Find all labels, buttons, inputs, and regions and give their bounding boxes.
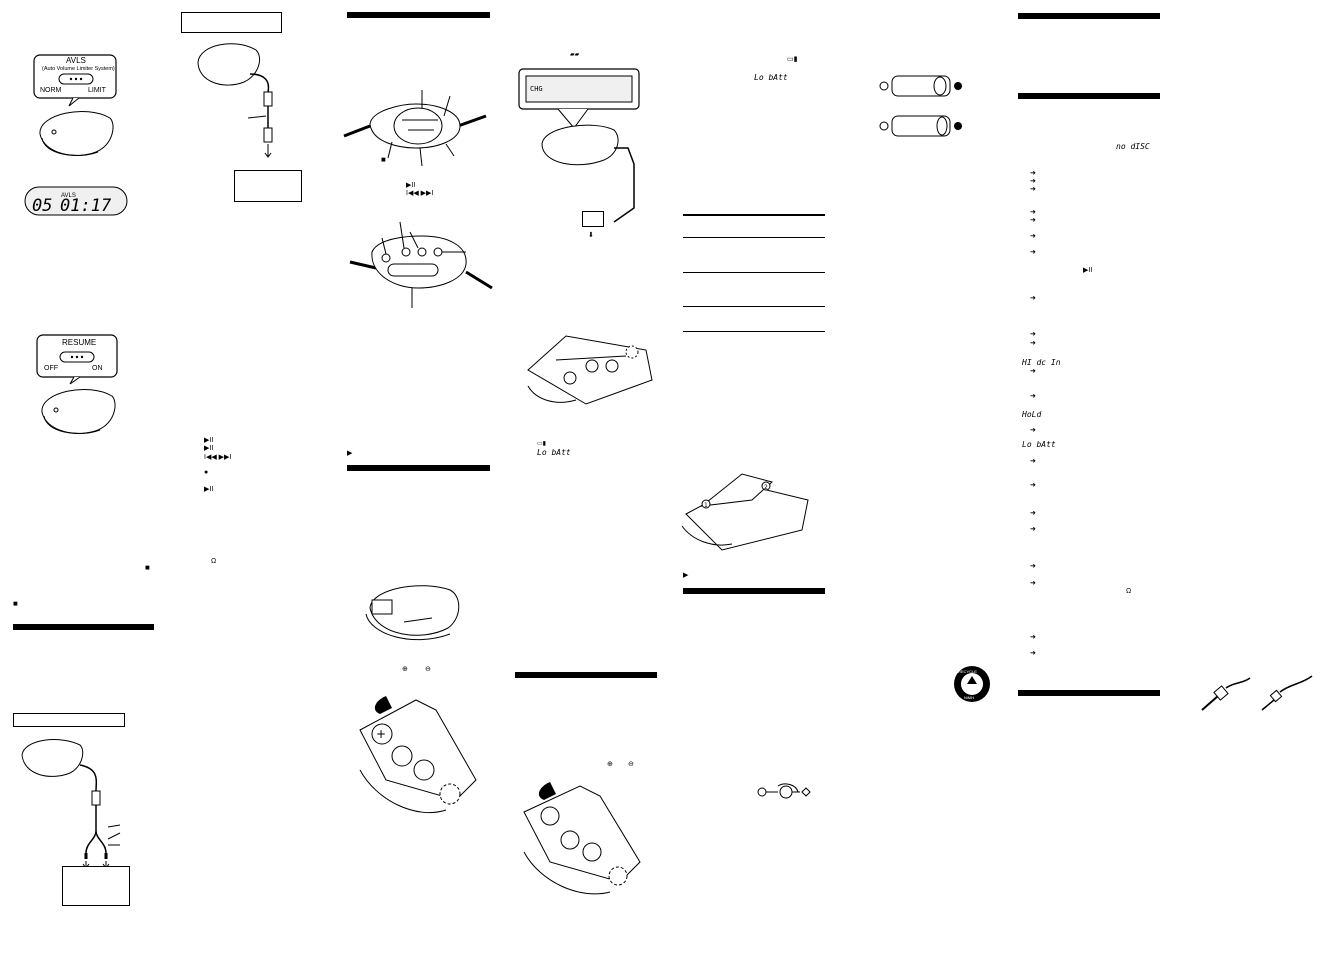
avls-limit-label: LIMIT: [88, 87, 106, 94]
external-device-box: [62, 866, 130, 906]
arrow-right-icon: ➜: [1030, 650, 1036, 657]
arrow-right-icon: ➜: [1030, 178, 1036, 185]
resume-title: RESUME: [62, 338, 97, 347]
arrow-right-icon: ➜: [1030, 217, 1036, 224]
hi-dc-in-display: HI dc In: [1022, 358, 1061, 367]
svg-text:+: +: [376, 727, 386, 741]
play-pause-symbol: ▶II: [204, 486, 214, 493]
arrow-right-icon: ➜: [1030, 209, 1036, 216]
table-rule: [683, 237, 825, 238]
triangle-symbol: ▶: [683, 572, 689, 579]
ac-power-icon: ▰▰: [570, 52, 580, 58]
arrow-right-icon: ➜: [1030, 580, 1036, 587]
prev-next-symbol: I◀◀ ▶▶I: [406, 190, 434, 197]
chg-indicator: CHG: [530, 85, 543, 93]
recycle-text: RECYCLE: [958, 669, 977, 674]
avls-callout-box: [33, 54, 117, 107]
ohm-symbol: Ω: [211, 558, 217, 565]
arrow-right-icon: ➜: [1030, 368, 1036, 375]
resume-off-label: OFF: [44, 365, 58, 372]
svg-text:2: 2: [764, 484, 768, 491]
external-device-box: [234, 170, 302, 202]
table-rule: [683, 306, 825, 307]
stop-symbol: ■: [381, 155, 386, 164]
arrow-right-icon: ➜: [1030, 249, 1036, 256]
display-track: 05: [32, 196, 53, 216]
recycle-text: NiMH: [964, 695, 974, 700]
arrow-right-icon: ➜: [1030, 458, 1036, 465]
resume-on-label: ON: [92, 365, 103, 372]
label-box: [181, 12, 282, 33]
play-pause-symbol: ▶II: [406, 182, 416, 189]
display-avls-flag: AVLS: [61, 193, 76, 199]
stop-symbol: ■: [13, 599, 18, 608]
arrow-right-icon: ➜: [1030, 563, 1036, 570]
arrow-right-icon: ➜: [1030, 295, 1036, 302]
section-rule: [1018, 93, 1160, 99]
arrow-right-icon: ➜: [1030, 482, 1036, 489]
triangle-symbol: ▶: [347, 450, 353, 457]
arrow-right-icon: ➜: [1030, 233, 1036, 240]
arrow-right-icon: ➜: [1030, 186, 1036, 193]
avls-title: AVLS: [66, 56, 86, 65]
stop-symbol: ■: [145, 563, 150, 572]
section-rule: [347, 465, 490, 471]
table-rule: [683, 331, 825, 332]
cd-player-top-view: [39, 111, 114, 156]
svg-text:1: 1: [704, 502, 708, 509]
arrow-right-icon: ➜: [1030, 340, 1036, 347]
section-rule: [515, 672, 657, 678]
cd-player-top-view: [41, 389, 116, 434]
arrow-right-icon: ➜: [1030, 526, 1036, 533]
no-disc-display: no dISC: [1116, 142, 1150, 151]
ohm-symbol: Ω: [1126, 588, 1132, 595]
battery-icon: ▭▮: [787, 56, 798, 63]
arrow-right-icon: ➜: [1030, 170, 1036, 177]
arrow-right-icon: ➜: [1030, 393, 1036, 400]
section-rule: [13, 624, 154, 630]
lo-batt-display: Lo bAtt: [754, 73, 788, 82]
record-symbol: ●: [204, 469, 209, 476]
arrow-right-icon: ➜: [1030, 331, 1036, 338]
play-pause-symbol: ▶II: [1083, 267, 1093, 274]
minus-symbol: ⊖: [425, 666, 431, 673]
section-rule: [683, 588, 825, 594]
minus-symbol: ⊖: [628, 761, 634, 768]
section-rule: [1018, 13, 1160, 19]
section-rule: [347, 12, 490, 18]
ac-adaptor-box: [582, 211, 604, 227]
table-rule: [683, 272, 825, 273]
arrow-right-icon: ➜: [1030, 427, 1036, 434]
play-pause-symbol: ▶II: [204, 437, 214, 444]
avls-norm-label: NORM: [40, 87, 62, 94]
battery-icon: ▭▮: [537, 441, 546, 447]
display-time: 01:17: [60, 196, 112, 216]
avls-subtitle: (Auto Volume Limiter System): [42, 66, 115, 72]
hold-display: HoLd: [1022, 410, 1042, 419]
section-rule: [1018, 690, 1160, 696]
arrow-right-icon: ➜: [1030, 510, 1036, 517]
lo-batt-display: Lo bAtt: [537, 448, 571, 457]
plus-symbol: ⊕: [402, 666, 408, 673]
prev-next-symbol: I◀◀ ▶▶I: [204, 454, 232, 461]
lo-batt-display: Lo bAtt: [1022, 440, 1056, 449]
arrow-down-icon: ⬇: [588, 232, 594, 239]
plus-symbol: ⊕: [607, 761, 613, 768]
play-pause-symbol: ▶II: [204, 445, 214, 452]
label-box: [13, 713, 125, 727]
table-rule: [683, 214, 825, 216]
arrow-right-icon: ➜: [1030, 634, 1036, 641]
